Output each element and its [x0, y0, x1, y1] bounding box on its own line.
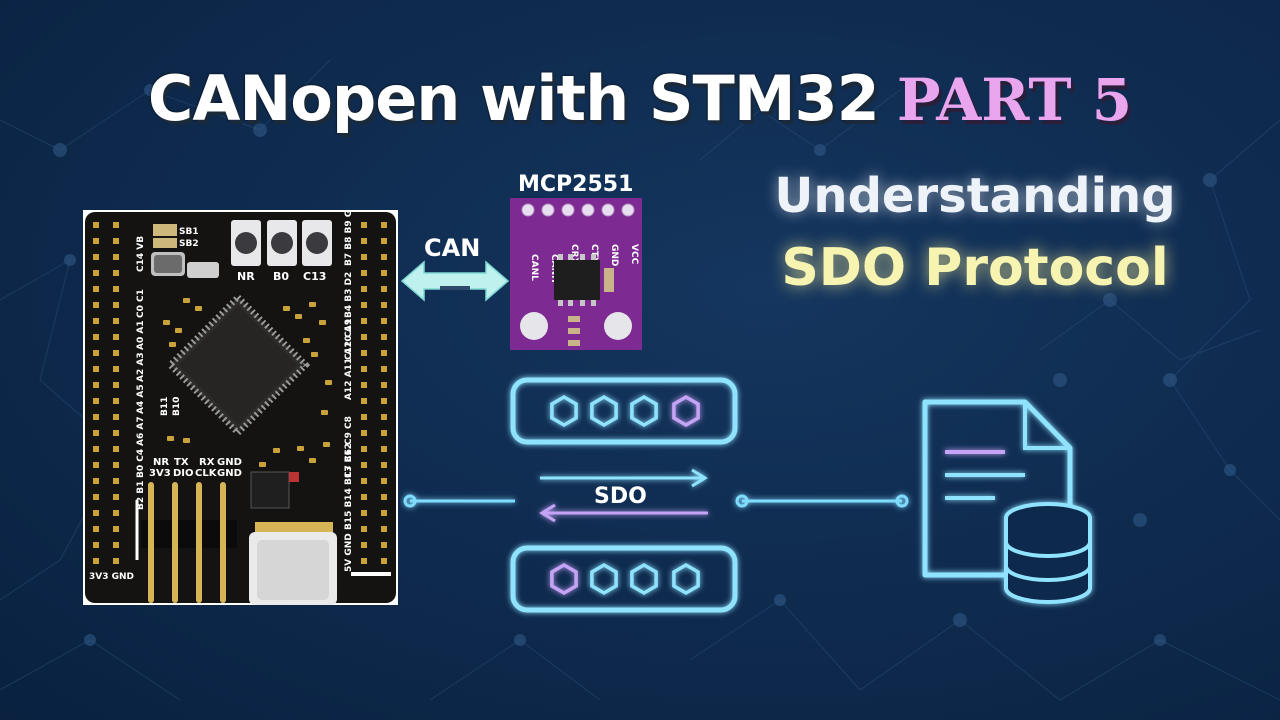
- silk-left-2: C0 C1: [136, 289, 146, 318]
- silk-left-7: A6 A7: [136, 416, 146, 446]
- silk-right-6: C9 C8: [344, 416, 354, 445]
- hexagon-node-icon: [550, 394, 578, 428]
- can-label: CAN: [424, 234, 481, 262]
- module-pin-gnd: GND: [609, 244, 619, 266]
- subtitle-line2: SDO Protocol: [781, 238, 1169, 298]
- silk-right-2: B4 B3 D2: [344, 272, 354, 318]
- title-part: PART 5: [896, 66, 1133, 134]
- silk-right-8: B15 B14 B13 B12: [344, 443, 354, 530]
- sb1-label: SB1: [179, 227, 199, 237]
- silk-b11: B11: [160, 397, 170, 416]
- silk-right-5: A12 A11 A10 A9: [344, 319, 354, 400]
- module-pin-crx: CRX: [569, 244, 579, 265]
- sdo-label: SDO: [594, 484, 647, 509]
- hexagon-node-icon: [550, 562, 578, 596]
- silk-right-9: 5V GND: [344, 533, 354, 572]
- module-pin-ctx: CTX: [589, 244, 599, 264]
- module-name: MCP2551: [518, 172, 634, 197]
- hdr-label-nr: NR: [153, 457, 169, 468]
- hexagon-node-icon: [672, 394, 700, 428]
- silk-left-0: C14 VB: [136, 236, 146, 272]
- hdr-label-gnd2: GND: [217, 468, 242, 479]
- hexagon-node-icon: [590, 562, 618, 596]
- silk-left-6: A4 A5: [136, 384, 146, 414]
- hexagon-node-icon: [630, 394, 658, 428]
- mcp2551-module-image: CANL CANH CRX CTX GND VCC: [510, 198, 642, 350]
- silk-left-4: A0 A1: [136, 320, 146, 350]
- silk-left-10: B2 B1: [136, 481, 146, 510]
- silk-right-0: B7 B8 B9 GND: [344, 210, 354, 266]
- module-pin-canl: CANL: [529, 254, 539, 281]
- button-label-c13: C13: [303, 270, 326, 283]
- silk-b10: B10: [172, 397, 182, 416]
- silk-right-3: C12 C11: [344, 319, 354, 360]
- hdr-label-3v3: 3V3: [149, 468, 171, 479]
- title-main: CANopen with STM32: [147, 62, 880, 135]
- hdr-label-tx: TX: [174, 457, 189, 468]
- stm32-board-image: NR B0 C13 SB1 SB2 C14 VB C0 C1 A0 A1: [83, 210, 398, 605]
- button-label-nr: NR: [237, 270, 255, 283]
- module-pin-vcc: VCC: [629, 244, 639, 265]
- silk-left-8: B0 C4: [136, 449, 146, 478]
- hexagon-node-icon: [630, 562, 658, 596]
- silk-left-5: A2 A3: [136, 352, 146, 382]
- hexagon-node-icon: [672, 562, 700, 596]
- hdr-label-dio: DIO: [173, 468, 194, 479]
- silk-right-7: C7 C6: [344, 449, 354, 478]
- silk-3v3-gnd: 3V3 GND: [89, 572, 134, 582]
- subtitle-line1: Understanding: [774, 168, 1176, 224]
- sdo-illustration: [403, 377, 1092, 613]
- hdr-label-clk: CLK: [195, 468, 218, 479]
- sb2-label: SB2: [179, 239, 199, 249]
- button-label-b0: B0: [273, 270, 289, 283]
- hdr-label-gnd: GND: [217, 457, 242, 468]
- hexagon-node-icon: [590, 394, 618, 428]
- can-bidirectional-arrow-icon: [400, 260, 510, 302]
- hdr-label-rx: RX: [199, 457, 215, 468]
